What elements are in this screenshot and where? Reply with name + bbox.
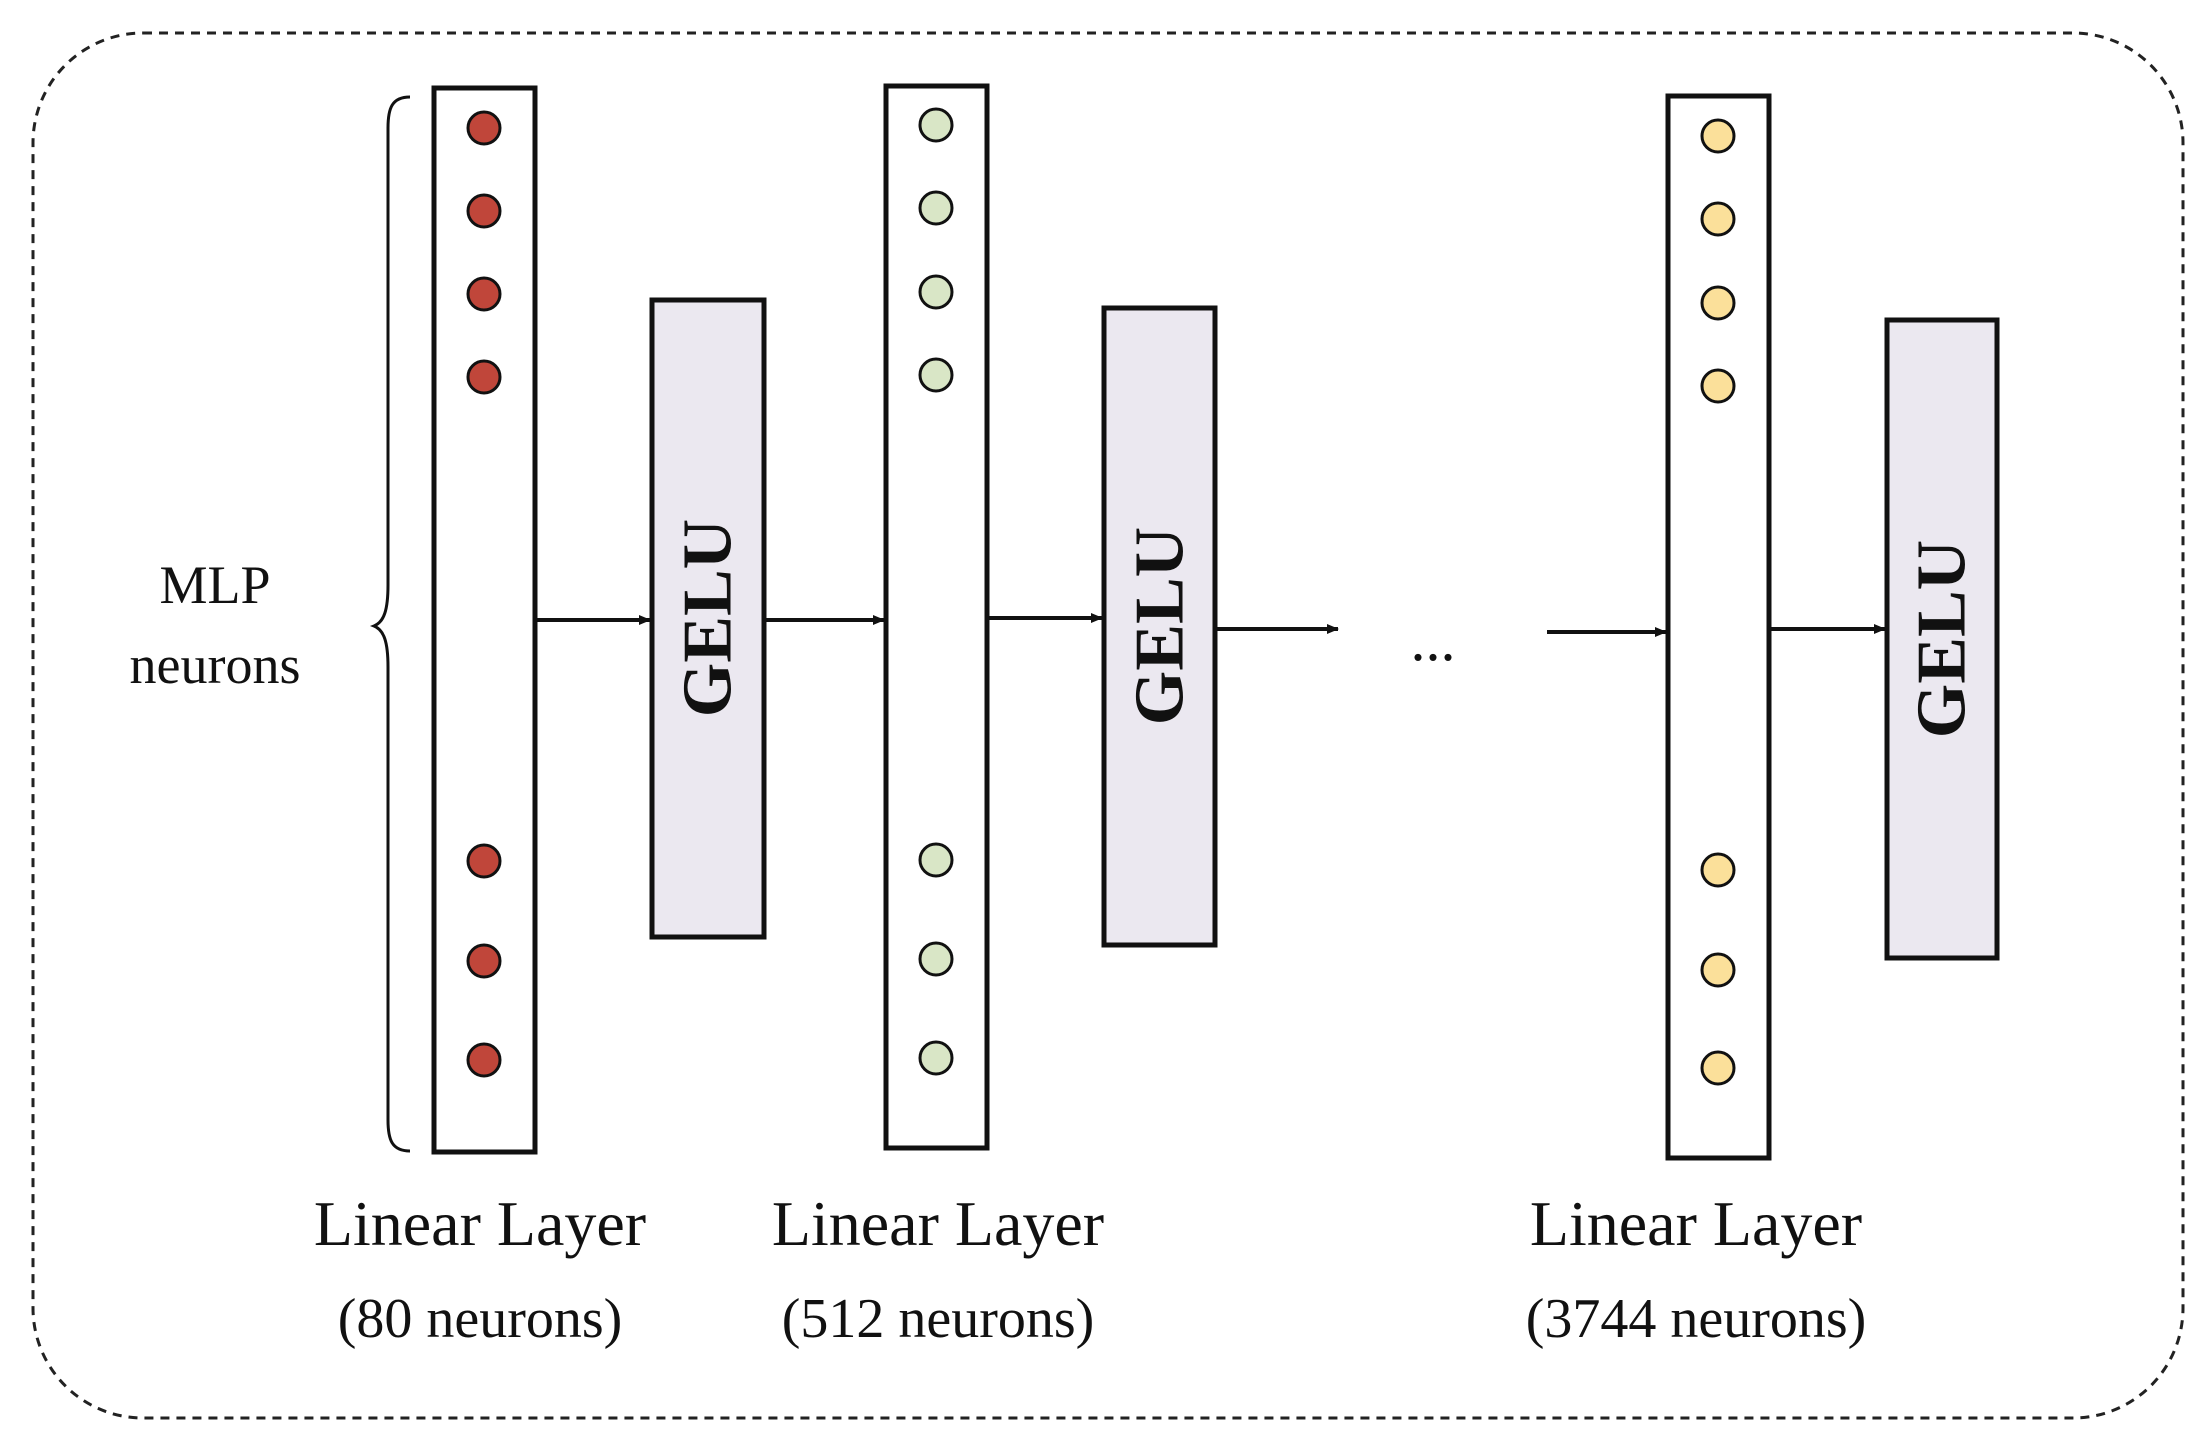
neurons-brace [369, 95, 411, 1153]
gelu-box-1 [649, 297, 767, 940]
gelu-label-3: GELU [1904, 540, 1981, 738]
gelu-block-3: GELU [1884, 317, 2000, 961]
ellipsis: ... [1411, 607, 1456, 673]
neuron [918, 357, 954, 393]
neuron [918, 941, 954, 977]
outer-frame [31, 31, 2185, 1420]
gelu-box-2 [1101, 305, 1218, 948]
neuron [918, 107, 954, 143]
layer-1-subtitle: (80 neurons) [338, 1288, 623, 1350]
neuron [1700, 952, 1736, 988]
layer-2-box [883, 83, 990, 1151]
neuron [1700, 852, 1736, 888]
side-label-line1: MLP [159, 555, 270, 615]
side-label-line2: neurons [130, 635, 301, 695]
neuron [466, 276, 502, 312]
neuron [466, 359, 502, 395]
layer-1-title: Linear Layer [314, 1188, 646, 1259]
linear-layer-2 [883, 83, 990, 1151]
neuron [1700, 285, 1736, 321]
layer-3-subtitle: (3744 neurons) [1526, 1288, 1867, 1350]
neuron [918, 842, 954, 878]
neuron [466, 943, 502, 979]
layer-2-subtitle: (512 neurons) [782, 1288, 1095, 1350]
neuron [466, 193, 502, 229]
neuron [1700, 201, 1736, 237]
gelu-label-2: GELU [1122, 527, 1199, 725]
neuron [918, 1040, 954, 1076]
linear-layer-3 [1665, 93, 1772, 1161]
gelu-label-1: GELU [670, 519, 747, 717]
neuron [466, 110, 502, 146]
neuron [466, 843, 502, 879]
neuron [918, 190, 954, 226]
neuron [1700, 1050, 1736, 1086]
neuron [1700, 368, 1736, 404]
layer-1-box [431, 85, 538, 1155]
layer-3-box [1665, 93, 1772, 1161]
neuron [1700, 118, 1736, 154]
gelu-block-2: GELU [1101, 305, 1218, 948]
gelu-box-3 [1884, 317, 2000, 961]
gelu-block-1: GELU [649, 297, 767, 940]
layer-3-title: Linear Layer [1530, 1188, 1862, 1259]
neuron [918, 274, 954, 310]
layer-2-title: Linear Layer [772, 1188, 1104, 1259]
linear-layer-1 [431, 85, 538, 1155]
neuron [466, 1042, 502, 1078]
